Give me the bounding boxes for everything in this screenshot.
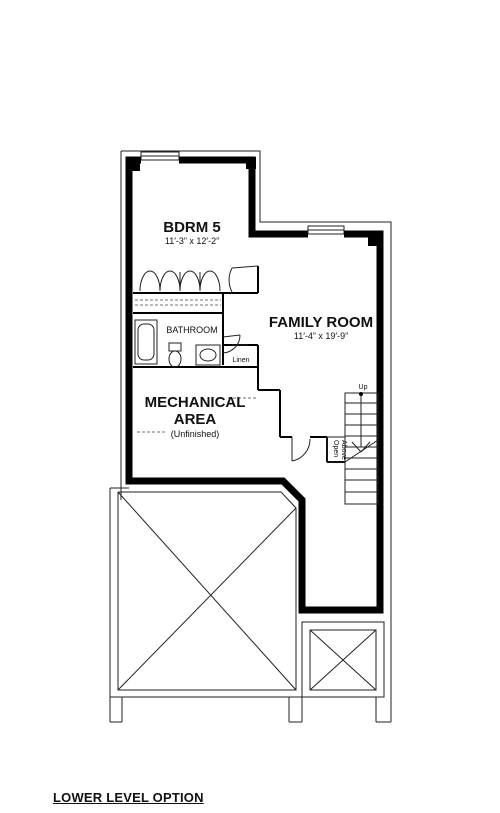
open-above-box [326, 436, 346, 463]
plan-caption: LOWER LEVEL OPTION [53, 790, 204, 805]
bedroom-window [140, 151, 180, 161]
bathroom-label: BATHROOM [166, 325, 217, 335]
closet-doors [139, 270, 221, 292]
family-room-dimensions: 11′-4” x 19′-9” [294, 331, 348, 341]
stair [344, 392, 379, 505]
open-above-line2: Above [340, 440, 347, 460]
closet-rails [135, 299, 221, 306]
mechanical-door [291, 437, 311, 462]
mechanical-name-line1: MECHANICAL [145, 394, 246, 411]
interior-walls [133, 266, 345, 463]
porch [301, 621, 392, 723]
leader-lines [137, 397, 258, 433]
linen-label: Linen [232, 357, 249, 364]
stair-up-label: Up [359, 384, 368, 391]
mechanical-name-line2: AREA [174, 411, 217, 428]
sink [195, 344, 221, 366]
outer-outline [120, 150, 392, 707]
family-room-window [307, 225, 345, 235]
toilet [168, 342, 182, 368]
stair-up-arrow [359, 392, 363, 396]
bathroom-door [222, 334, 241, 354]
family-room-name: FAMILY ROOM [269, 314, 373, 331]
bedroom-name: BDRM 5 [163, 219, 221, 236]
garage [109, 487, 303, 723]
mechanical-note: (Unfinished) [171, 429, 220, 439]
bedroom-dimensions: 11′-3” x 12′-2” [165, 236, 219, 246]
bedroom-door [228, 265, 259, 293]
wall-corners [126, 157, 383, 246]
open-above-line1: Open [332, 440, 339, 457]
bathtub [134, 319, 158, 365]
